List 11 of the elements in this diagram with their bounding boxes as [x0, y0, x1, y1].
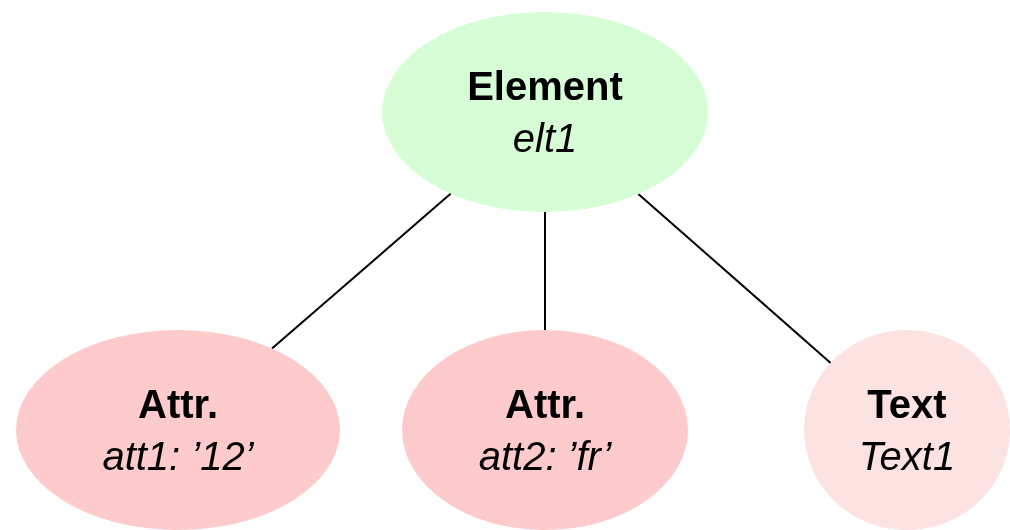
connector-line: [637, 193, 832, 364]
node-value: att2: ’fr’: [478, 433, 612, 480]
node-value: Text1: [858, 433, 956, 480]
node-title: Attr.: [505, 381, 585, 428]
node-title: Attr.: [138, 381, 218, 428]
node-value: elt1: [512, 115, 578, 162]
connector-line: [544, 211, 546, 331]
connector-line: [271, 192, 452, 350]
node-title: Element: [467, 63, 623, 110]
node-title: Text: [867, 381, 947, 428]
node-value: att1: ’12’: [102, 433, 254, 480]
